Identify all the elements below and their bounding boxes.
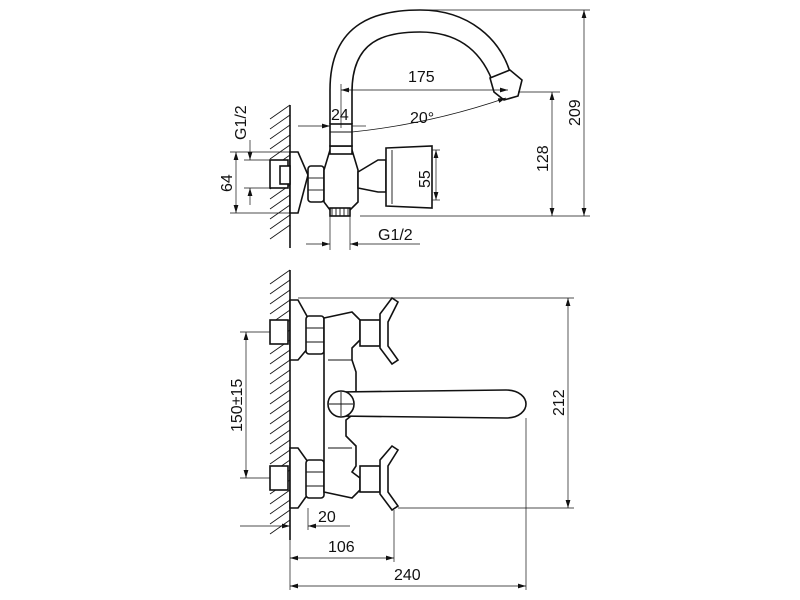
wall-hatch-line <box>269 349 291 365</box>
dim-spout-offset: 24 <box>331 107 349 124</box>
wall-hatch-line <box>269 499 291 515</box>
spout-side <box>329 9 523 124</box>
wall-hatch-line <box>269 299 291 315</box>
wall-hatch-line <box>269 134 291 150</box>
wall-hatch-line <box>269 359 291 375</box>
dimensions-side: 175 24 20° 128 209 64 <box>219 9 590 250</box>
valve-body-side <box>323 123 359 217</box>
dim-center-distance: 150±15 <box>229 379 246 432</box>
wall-hatch-line <box>269 449 291 465</box>
wall-hatch-line <box>269 439 291 455</box>
handle-side <box>357 145 433 209</box>
wall-hatch-line <box>269 369 291 385</box>
dim-total-height-side: 209 <box>567 99 584 126</box>
wall-hatch-line <box>269 194 291 210</box>
dim-spout-reach: 175 <box>408 69 435 86</box>
wall-hatch-line <box>269 389 291 405</box>
upper-handle-front <box>359 296 400 366</box>
dim-total-depth: 240 <box>394 567 421 584</box>
dim-wall-offset: 20 <box>318 509 336 526</box>
dim-thread-bottom: G1/2 <box>378 227 413 244</box>
wall-hatch-line <box>269 204 291 220</box>
front-view: 150±15 212 20 106 240 <box>229 269 574 590</box>
wall-flange-side <box>269 151 309 214</box>
wall-hatch-line <box>269 289 291 305</box>
dim-flange-height: 64 <box>219 174 236 192</box>
wall-hatch-line <box>269 519 291 535</box>
wall-hatch-line <box>269 114 291 130</box>
dim-body-height: 55 <box>417 170 434 188</box>
spout-front <box>327 389 527 419</box>
wall-hatch-line <box>269 489 291 505</box>
wall-hatch-line <box>269 279 291 295</box>
side-view: 175 24 20° 128 209 64 <box>219 9 590 250</box>
lower-handle-front <box>359 444 400 512</box>
dim-total-height-front: 212 <box>551 389 568 416</box>
wall-hatch-line <box>269 379 291 395</box>
wall-hatch-line <box>269 429 291 445</box>
dim-handle-depth: 106 <box>328 539 355 556</box>
wall-front-view <box>269 269 291 540</box>
upper-connector <box>269 299 325 361</box>
lower-connector <box>269 447 325 509</box>
wall-hatch-line <box>269 124 291 140</box>
dim-spout-angle: 20° <box>410 110 434 127</box>
wall-hatch-line <box>269 399 291 415</box>
wall-hatch-line <box>269 104 291 120</box>
wall-hatch-line <box>269 419 291 435</box>
dim-thread-top: G1/2 <box>233 105 250 140</box>
wall-hatch-line <box>269 269 291 285</box>
dimensions-front: 150±15 212 20 106 240 <box>229 297 574 590</box>
wall-hatch-line <box>269 509 291 525</box>
wall-hatch-line <box>269 409 291 425</box>
dim-outlet-height: 128 <box>535 145 552 172</box>
wall-hatch-line <box>269 224 291 240</box>
wall-hatch-line <box>269 214 291 230</box>
connecting-nut-side <box>307 165 325 203</box>
